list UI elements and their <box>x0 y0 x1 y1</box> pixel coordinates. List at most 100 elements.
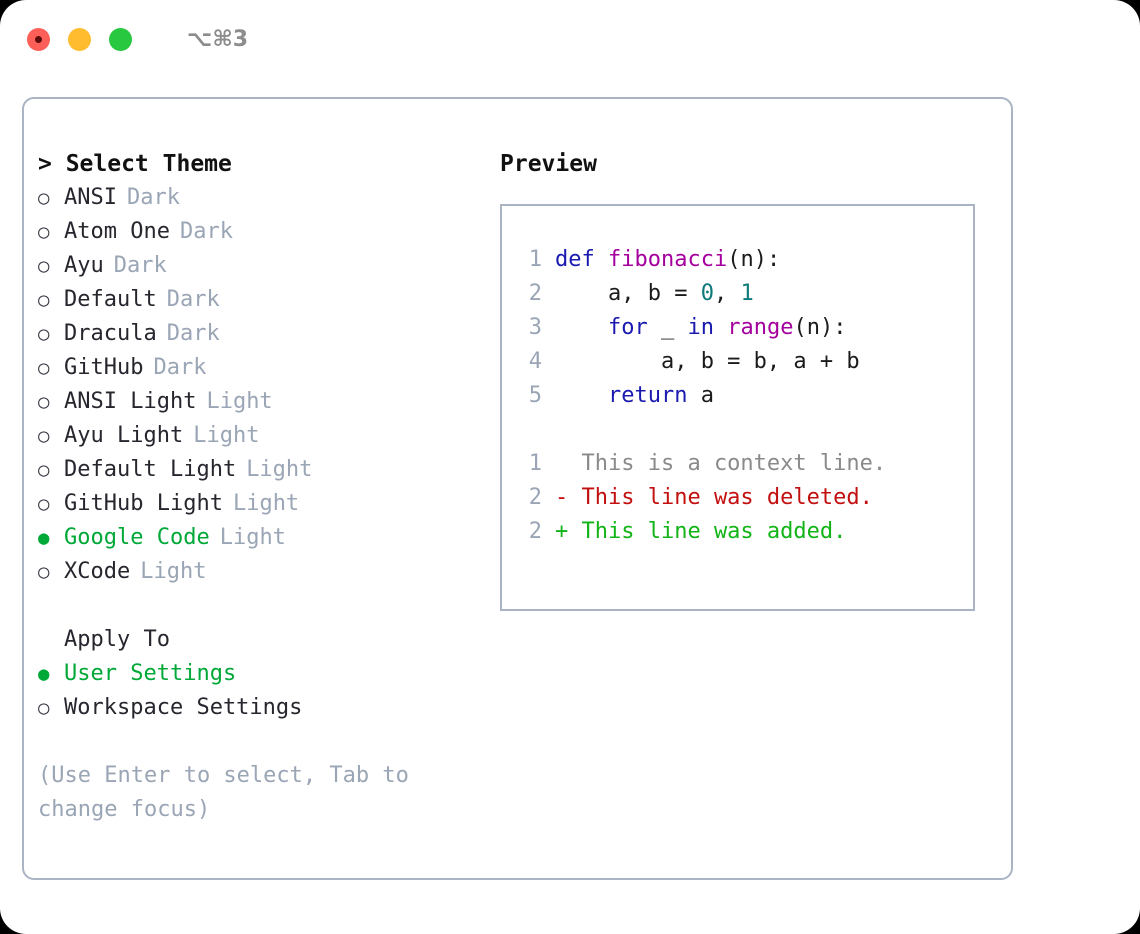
code-diff-gap <box>516 413 967 447</box>
theme-option-variant: Dark <box>153 355 207 380</box>
theme-option-variant: Dark <box>166 321 220 346</box>
code-token: (n): <box>727 247 781 272</box>
code-token: def <box>555 247 608 272</box>
theme-option-row[interactable]: ○ Default Light Light <box>38 453 498 487</box>
theme-option-name: Default Light <box>64 457 237 482</box>
diff-sample-lines: 1 This is a context line. 2 - This line wa… <box>516 447 967 549</box>
code-line-text: def fibonacci(n): <box>555 243 780 277</box>
theme-option-variant: Dark <box>113 253 167 278</box>
radio-unselected-icon[interactable]: ○ <box>38 357 50 379</box>
theme-option-row[interactable]: ○ ANSI Dark <box>38 181 498 215</box>
theme-option-name: ANSI <box>64 185 117 210</box>
code-line-text: return a <box>555 379 714 413</box>
diff-line-text: - This line was deleted. <box>555 485 873 510</box>
line-number: 2 <box>528 281 542 306</box>
apply-to-option-name: User Settings <box>64 661 237 686</box>
radio-unselected-icon[interactable]: ○ <box>38 697 50 719</box>
apply-to-header: Apply To <box>64 627 170 652</box>
radio-unselected-icon[interactable]: ○ <box>38 561 50 583</box>
code-token <box>714 315 727 340</box>
apply-to-option-row[interactable]: ○ Workspace Settings <box>38 691 498 725</box>
code-line: 5 return a <box>516 379 967 413</box>
theme-option-name: GitHub Light <box>64 491 223 516</box>
apply-to-option-row[interactable]: ● User Settings <box>38 657 498 691</box>
code-token: for <box>607 315 648 340</box>
theme-option-name: XCode <box>64 559 131 584</box>
code-token: return <box>607 383 688 408</box>
theme-option-name: Ayu <box>64 253 104 278</box>
theme-option-variant: Dark <box>166 287 220 312</box>
radio-unselected-icon[interactable]: ○ <box>38 289 50 311</box>
theme-option-name: Ayu Light <box>64 423 184 448</box>
code-token <box>555 315 608 340</box>
code-token: in <box>687 315 714 340</box>
radio-unselected-icon[interactable]: ○ <box>38 391 50 413</box>
code-token <box>555 383 608 408</box>
radio-unselected-icon[interactable]: ○ <box>38 493 50 515</box>
radio-unselected-icon[interactable]: ○ <box>38 221 50 243</box>
title-bar: ⌥⌘3 <box>0 0 1140 78</box>
code-token: , <box>713 281 741 306</box>
theme-option-row[interactable]: ○ GitHub Dark <box>38 351 498 385</box>
code-line-text: for _ in range(n): <box>555 311 846 345</box>
code-line: 3 for _ in range(n): <box>516 311 967 345</box>
theme-option-row[interactable]: ○ Ayu Light Light <box>38 419 498 453</box>
line-number: 2 <box>528 485 542 510</box>
radio-selected-icon[interactable]: ● <box>38 527 50 549</box>
theme-option-variant: Light <box>193 423 260 448</box>
preview-title: Preview <box>500 151 597 177</box>
theme-option-variant: Dark <box>179 219 233 244</box>
apply-to-list[interactable]: ● User Settings ○ Workspace Settings <box>38 657 498 725</box>
code-token: a, b = b, a + b <box>555 349 860 374</box>
theme-option-variant: Light <box>219 525 286 550</box>
code-line: 4 a, b = b, a + b <box>516 345 967 379</box>
radio-unselected-icon[interactable]: ○ <box>38 187 50 209</box>
theme-option-variant: Dark <box>126 185 180 210</box>
keyboard-hint-text: (Use Enter to select, Tab to change focu… <box>38 763 409 822</box>
theme-option-row[interactable]: ○ GitHub Light Light <box>38 487 498 521</box>
theme-option-variant: Light <box>246 457 313 482</box>
diff-line: 1 This is a context line. <box>516 447 967 481</box>
apply-to-option-name: Workspace Settings <box>64 695 303 720</box>
radio-unselected-icon[interactable]: ○ <box>38 425 50 447</box>
line-number: 4 <box>528 349 542 374</box>
code-token: 1 <box>740 281 754 306</box>
diff-line-text: This is a context line. <box>555 451 887 476</box>
code-line-text: a, b = b, a + b <box>555 345 860 379</box>
code-line: 1 def fibonacci(n): <box>516 243 967 277</box>
diff-line: 2 - This line was deleted. <box>516 481 967 515</box>
theme-option-row[interactable]: ○ Ayu Dark <box>38 249 498 283</box>
code-token: a, b = <box>555 281 701 306</box>
radio-unselected-icon[interactable]: ○ <box>38 255 50 277</box>
keyboard-shortcut-label: ⌥⌘3 <box>187 26 249 52</box>
line-number: 1 <box>528 451 542 476</box>
maximize-button-icon[interactable] <box>109 27 132 51</box>
diff-line: 2+ This line was added. <box>516 515 967 549</box>
theme-option-name: GitHub <box>64 355 144 380</box>
code-token: (n): <box>793 315 847 340</box>
theme-option-variant: Light <box>232 491 300 516</box>
traffic-lights <box>27 27 132 51</box>
line-number: 5 <box>528 383 542 408</box>
code-line-text: a, b = 0, 1 <box>555 277 754 311</box>
radio-unselected-icon[interactable]: ○ <box>38 459 50 481</box>
close-button-icon[interactable] <box>27 27 50 51</box>
line-number: 1 <box>528 247 542 272</box>
diff-line-text: + This line was added. <box>555 519 847 544</box>
radio-unselected-icon[interactable]: ○ <box>38 323 50 345</box>
radio-selected-icon[interactable]: ● <box>38 663 50 685</box>
minimize-button-icon[interactable] <box>68 27 91 51</box>
list-spacer <box>38 589 498 623</box>
